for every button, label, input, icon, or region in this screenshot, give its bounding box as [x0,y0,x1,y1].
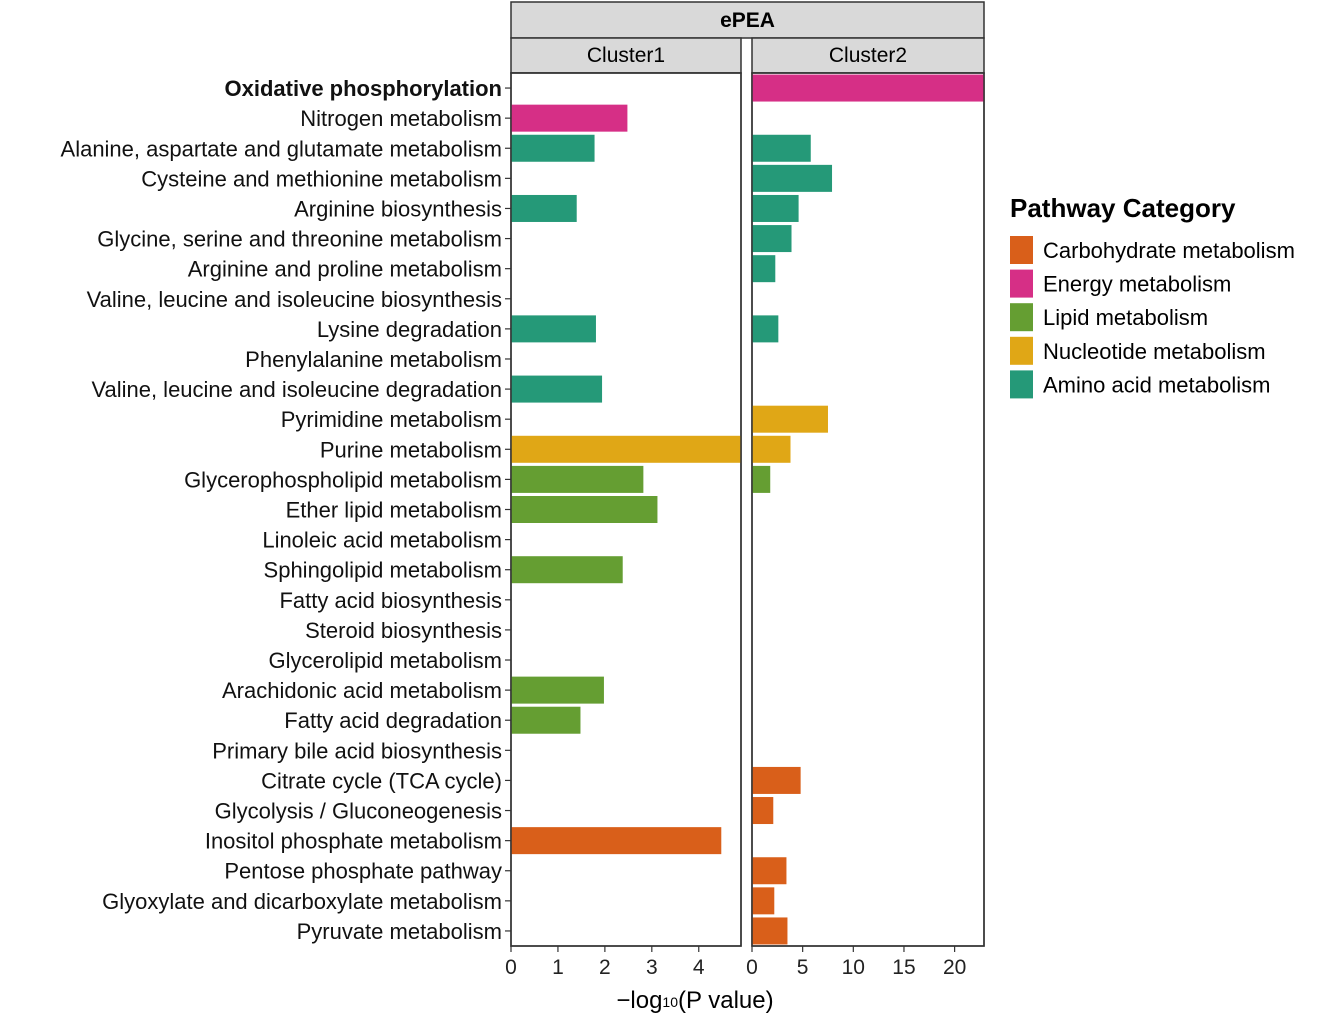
x-tick-label: 1 [552,956,564,979]
y-tick-label: Linoleic acid metabolism [262,528,502,553]
y-tick-label: Valine, leucine and isoleucine biosynthe… [87,287,502,312]
bar [752,164,833,192]
legend-label: Amino acid metabolism [1043,372,1270,397]
legend-label: Energy metabolism [1043,272,1231,297]
y-tick-label: Arachidonic acid metabolism [222,678,502,703]
bar [511,465,644,493]
panel-cluster1: Cluster1 0 1 2 3 4 [505,37,742,979]
bar [511,134,595,162]
legend-swatch [1010,303,1033,332]
y-tick-label: Steroid biosynthesis [305,618,502,643]
y-tick-label: Cysteine and methionine metabolism [141,166,502,191]
y-tick-label: Glycerophospholipid metabolism [184,467,502,492]
bar [511,435,741,463]
y-tick-label: Pyruvate metabolism [297,919,502,944]
y-tick-label: Pyrimidine metabolism [281,407,502,432]
y-tick-label: Lysine degradation [317,317,502,342]
bar [511,676,604,704]
y-tick-label: Inositol phosphate metabolism [205,829,502,854]
facet-label: Cluster1 [587,44,665,67]
bar [752,435,791,463]
legend-label: Carbohydrate metabolism [1043,238,1295,263]
y-tick-label: Alanine, aspartate and glutamate metabol… [61,136,502,161]
x-tick-label: 3 [646,956,658,979]
legend-swatch [1010,370,1033,399]
bar [511,194,577,222]
bar [511,104,628,132]
panel-border [751,72,985,947]
y-tick-label: Citrate cycle (TCA cycle) [261,768,502,793]
chart-title: ePEA [720,9,775,32]
y-tick-label: Phenylalanine metabolism [245,347,502,372]
y-tick-label: Glycerolipid metabolism [268,648,502,673]
x-tick-label: 4 [693,956,705,979]
y-tick-label: Fatty acid degradation [284,708,502,733]
x-tick-label: 20 [943,956,966,979]
bar [511,375,603,403]
facet-label: Cluster2 [829,44,907,67]
x-tick-label: 0 [505,956,517,979]
bar [752,766,801,794]
bar [752,797,774,825]
y-tick-label: Nitrogen metabolism [300,106,502,131]
bar [752,315,779,343]
x-axis-label-prefix: −log [616,987,662,1014]
bar [752,194,799,222]
facet-strip [751,37,985,74]
bar [752,255,776,283]
x-axis-label: −log10(P value) [616,987,773,1014]
x-axis-label-subscript: 10 [662,994,678,1010]
bar [752,134,811,162]
x-tick-label: 15 [892,956,915,979]
facet-panels: Cluster1 0 1 2 3 4 Cluster2 0 5 10 15 20 [505,37,985,979]
x-tick-label: 2 [599,956,611,979]
legend-title: Pathway Category [1010,193,1236,223]
x-tick-label: 5 [797,956,809,979]
bar [511,827,722,855]
y-tick-label: Arginine and proline metabolism [188,257,502,282]
bar [752,74,984,102]
y-tick-label: Ether lipid metabolism [286,498,502,523]
bar [511,556,623,584]
bar [511,496,658,523]
x-tick-label: 0 [746,956,758,979]
bar [752,405,828,433]
legend-swatch [1010,269,1033,298]
bar [752,917,788,945]
y-tick-label: Primary bile acid biosynthesis [212,738,502,763]
y-tick-label: Valine, leucine and isoleucine degradati… [91,377,502,402]
legend-swatch [1010,336,1033,365]
bar [511,315,596,343]
title-strip [510,1,985,39]
y-tick-label: Oxidative phosphorylation [225,76,502,101]
bar [511,706,581,734]
legend-swatch [1010,236,1033,264]
bar [752,887,775,915]
panel-cluster2: Cluster2 0 5 10 15 20 [746,37,985,979]
legend-label: Nucleotide metabolism [1043,339,1266,364]
bar [752,857,787,885]
y-tick-label: Purine metabolism [320,437,502,462]
x-tick-label: 10 [842,956,865,979]
y-tick-label: Glyoxylate and dicarboxylate metabolism [102,889,502,914]
facet-strip [510,37,742,74]
x-axis-label-suffix: (P value) [678,987,774,1014]
bar [752,225,792,253]
y-tick-label: Glycolysis / Gluconeogenesis [215,799,502,824]
y-tick-label: Fatty acid biosynthesis [279,588,502,613]
y-tick-label: Pentose phosphate pathway [224,859,502,884]
bar [752,465,771,493]
y-tick-label: Arginine biosynthesis [294,196,502,221]
y-tick-label: Sphingolipid metabolism [264,558,502,583]
legend-label: Lipid metabolism [1043,305,1208,330]
y-tick-label: Glycine, serine and threonine metabolism [97,227,502,252]
